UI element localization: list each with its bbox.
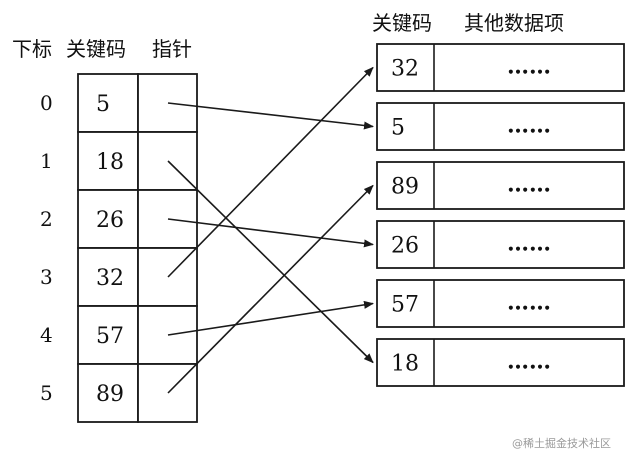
pointer-cell: [137, 73, 198, 133]
index-key-value: 32: [96, 266, 124, 291]
watermark: @稀土掘金技术社区: [512, 436, 611, 450]
key-cell: [77, 73, 139, 133]
record-key-value: 26: [391, 234, 419, 259]
record-other-data: ……: [507, 290, 551, 316]
record-row: 57 ……: [376, 279, 625, 328]
index-table-row: 26: [77, 189, 198, 249]
index-number: 4: [40, 323, 53, 347]
record-key-value: 57: [391, 293, 419, 318]
index-table-row: 5: [77, 73, 198, 133]
index-key-value: 57: [96, 324, 124, 349]
header-other-data: 其他数据项: [464, 11, 564, 35]
record-row: 26 ……: [376, 220, 625, 269]
pointer-arrow: [167, 102, 374, 130]
record-box: [376, 279, 625, 328]
record-key-value: 32: [391, 57, 419, 82]
record-box: [376, 102, 625, 151]
header-pointer: 指针: [152, 37, 192, 61]
record-table: 32 …… 5 …… 89 …… 26 …… 57 …… 18 ……: [376, 43, 625, 387]
record-row: 32 ……: [376, 43, 625, 92]
record-row: 18 ……: [376, 338, 625, 387]
pointer-arrow: [167, 300, 374, 336]
key-cell: [77, 363, 139, 423]
record-row: 89 ……: [376, 161, 625, 210]
pointer-arrow: [167, 66, 374, 278]
record-other-data: ……: [507, 54, 551, 80]
index-key-value: 26: [96, 208, 124, 233]
header-key-right: 关键码: [372, 11, 432, 35]
pointer-cell: [137, 189, 198, 249]
record-box: [376, 220, 625, 269]
record-key-value: 18: [391, 352, 419, 377]
record-other-data: ……: [507, 172, 551, 198]
index-key-value: 18: [96, 150, 124, 175]
index-table-row: 18: [77, 131, 198, 191]
key-cell: [77, 131, 139, 191]
index-number: 3: [40, 265, 53, 289]
index-number: 1: [40, 149, 53, 173]
record-box: [376, 338, 625, 387]
index-number: 5: [40, 381, 53, 405]
record-other-data: ……: [507, 231, 551, 257]
record-row: 5 ……: [376, 102, 625, 151]
record-box: [376, 161, 625, 210]
index-table-row: 32: [77, 247, 198, 307]
record-box: [376, 43, 625, 92]
record-other-data: ……: [507, 349, 551, 375]
pointer-arrow: [167, 218, 374, 248]
record-key-value: 89: [391, 175, 419, 200]
pointer-arrow: [167, 184, 374, 394]
index-number: 0: [40, 91, 53, 115]
index-key-value: 89: [96, 382, 124, 407]
header-index: 下标: [12, 37, 52, 61]
index-key-value: 5: [96, 92, 110, 117]
pointer-arrows: [167, 66, 374, 394]
index-table: 5 18 26 32 57 89: [77, 73, 198, 423]
header-key-left: 关键码: [66, 37, 126, 61]
index-table-row: 57: [77, 305, 198, 365]
record-key-value: 5: [391, 116, 405, 141]
record-other-data: ……: [507, 113, 551, 139]
index-number: 2: [40, 207, 53, 231]
pointer-cell: [137, 305, 198, 365]
pointer-arrow: [167, 160, 374, 364]
index-table-row: 89: [77, 363, 198, 423]
index-labels: 0 1 2 3 4 5: [40, 91, 53, 405]
